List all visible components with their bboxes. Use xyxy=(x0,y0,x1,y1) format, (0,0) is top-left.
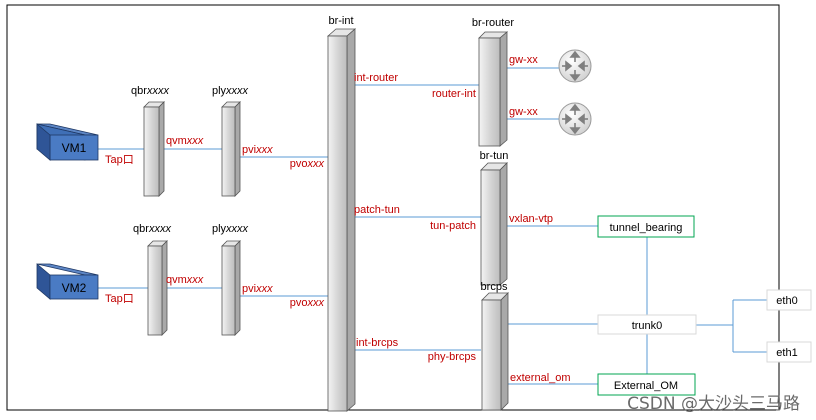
tun-patch-label: tun-patch xyxy=(430,220,476,232)
router-icon[interactable] xyxy=(558,102,592,136)
external-om-label: External_OM xyxy=(614,380,678,392)
ply-bottom-label: plyxxxx xyxy=(212,223,249,235)
pvo-top-label: pvoxxx xyxy=(290,158,325,170)
eth0-label: eth0 xyxy=(776,295,797,307)
qvm-top-label: qvmxxx xyxy=(166,135,204,147)
router-int-label: router-int xyxy=(432,88,476,100)
trunk0-label: trunk0 xyxy=(632,320,663,332)
pvi-bottom-label: pvixxx xyxy=(242,283,273,295)
ply-bottom-bridge[interactable] xyxy=(221,240,241,336)
br-router-bridge[interactable] xyxy=(478,31,509,147)
vm2-label: VM2 xyxy=(62,281,87,295)
tunnel-bearing-box[interactable] xyxy=(597,215,695,238)
br-int-bridge[interactable] xyxy=(326,28,357,412)
eth1-box[interactable] xyxy=(766,341,812,363)
br-router-label: br-router xyxy=(472,17,515,29)
ply-top-label: plyxxxx xyxy=(212,85,249,97)
pvi-top-label: pvixxx xyxy=(242,144,273,156)
external-om-box[interactable] xyxy=(597,373,696,396)
router-icon[interactable] xyxy=(558,49,592,83)
patch-tun-label: patch-tun xyxy=(354,204,400,216)
pvo-bottom-label: pvoxxx xyxy=(290,297,325,309)
external-om-port-label: external_om xyxy=(510,372,571,384)
gw-1-label: gw-xx xyxy=(509,54,538,66)
qbr-bottom-bridge[interactable] xyxy=(147,240,168,336)
tunnel-bearing-label: tunnel_bearing xyxy=(610,222,683,234)
vm1-box[interactable] xyxy=(36,123,99,161)
qvm-bottom-label: qvmxxx xyxy=(166,274,204,286)
br-int-label: br-int xyxy=(328,15,353,27)
diagram-frame xyxy=(6,4,780,411)
br-tun-bridge[interactable] xyxy=(480,162,508,286)
vm2-box[interactable] xyxy=(36,263,99,300)
brcps-bridge[interactable] xyxy=(481,292,509,411)
phy-brcps-label: phy-brcps xyxy=(428,351,477,363)
eth1-label: eth1 xyxy=(776,347,797,359)
eth0-box[interactable] xyxy=(766,289,812,311)
qbr-top-bridge[interactable] xyxy=(143,101,165,197)
br-tun-label: br-tun xyxy=(480,150,509,162)
int-brcps-label: int-brcps xyxy=(356,337,399,349)
brcps-label: brcps xyxy=(481,281,508,293)
tap-bottom-label: Tap口 xyxy=(105,293,134,305)
qbr-bottom-label: qbrxxxx xyxy=(133,223,171,235)
vxlan-vtp-label: vxlan-vtp xyxy=(509,213,553,225)
trunk0-box[interactable] xyxy=(597,314,697,335)
vm1-label: VM1 xyxy=(62,141,87,155)
int-router-label: int-router xyxy=(354,72,398,84)
gw-2-label: gw-xx xyxy=(509,106,538,118)
watermark-text: CSDN @大沙头三马路 xyxy=(627,394,800,414)
qbr-top-label: qbrxxxx xyxy=(131,85,169,97)
links xyxy=(98,67,767,385)
ply-top-bridge[interactable] xyxy=(221,101,241,197)
tap-top-label: Tap口 xyxy=(105,154,134,166)
